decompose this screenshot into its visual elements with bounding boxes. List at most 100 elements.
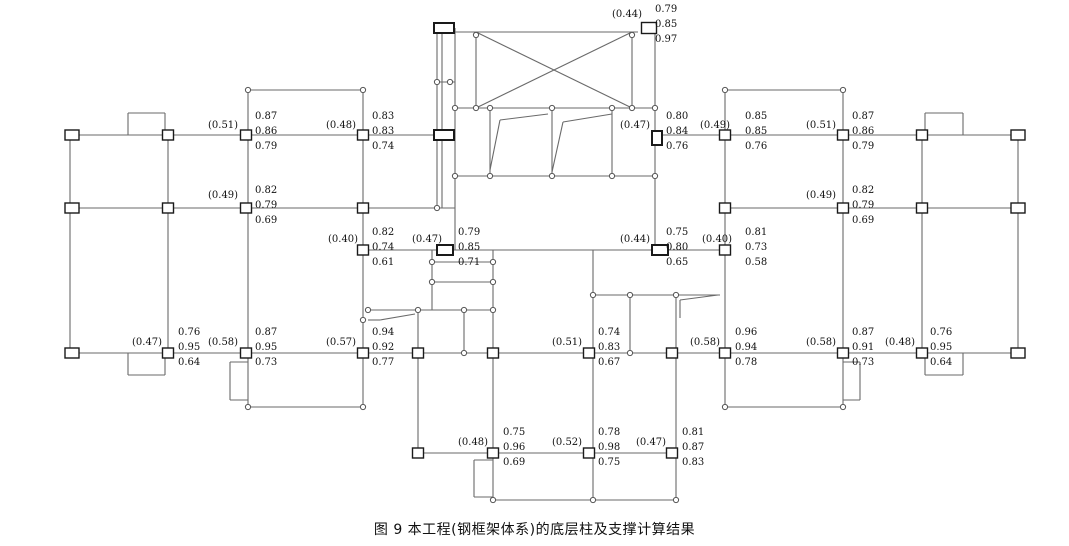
column-ratio-value: 0.87 [255, 111, 277, 122]
column-ratio-value: 0.71 [458, 257, 480, 268]
steel-column [64, 202, 80, 214]
column-ratio-value: 0.87 [682, 442, 704, 453]
brace-ratio-label: (0.51) [552, 337, 582, 348]
beam-joint-node [489, 278, 497, 286]
column-ratio-value: 0.64 [930, 357, 952, 368]
steel-column [582, 347, 596, 359]
column-ratio-value: 0.83 [682, 457, 704, 468]
steel-column [718, 202, 732, 214]
beam-joint-node [451, 104, 459, 112]
column-ratio-value: 0.95 [255, 342, 277, 353]
steel-column [356, 202, 370, 214]
column-ratio-value: 0.79 [852, 200, 874, 211]
brace-ratio-label: (0.49) [208, 190, 238, 201]
column-ratio-value: 0.80 [666, 111, 688, 122]
stair-flight [679, 294, 719, 301]
beam-joint-node [626, 291, 634, 299]
stair-flight [499, 113, 549, 121]
column-ratio-value: 0.83 [598, 342, 620, 353]
beam-joint-node [359, 316, 367, 324]
steel-column [239, 202, 253, 214]
column-ratio-value: 0.85 [745, 111, 767, 122]
beam-joint-node [839, 403, 847, 411]
steel-column [718, 244, 732, 256]
column-ratio-value: 0.98 [598, 442, 620, 453]
steel-column [651, 130, 663, 146]
steel-column [64, 347, 80, 359]
beam-joint-node [433, 204, 441, 212]
steel-column [718, 347, 732, 359]
steel-column [915, 129, 929, 141]
column-ratio-value: 0.95 [930, 342, 952, 353]
column-ratio-value: 0.74 [598, 327, 620, 338]
column-ratio-value: 0.97 [655, 34, 677, 45]
column-ratio-value: 0.79 [255, 200, 277, 211]
column-ratio-value: 0.83 [372, 111, 394, 122]
column-ratio-value: 0.80 [666, 242, 688, 253]
column-ratio-value: 0.81 [745, 227, 767, 238]
column-ratio-value: 0.78 [598, 427, 620, 438]
beam-joint-node [428, 258, 436, 266]
beam-joint-node [651, 104, 659, 112]
steel-column [239, 129, 253, 141]
beam-joint-node [489, 258, 497, 266]
column-ratio-value: 0.75 [503, 427, 525, 438]
beam-joint-node [428, 278, 436, 286]
steel-column [651, 244, 669, 256]
steel-column [239, 347, 253, 359]
column-ratio-value: 0.74 [372, 141, 394, 152]
column-ratio-value: 0.82 [255, 185, 277, 196]
column-ratio-value: 0.85 [655, 19, 677, 30]
beam-joint-node [589, 496, 597, 504]
column-ratio-value: 0.79 [255, 141, 277, 152]
beam-joint-node [244, 403, 252, 411]
column-ratio-value: 0.79 [458, 227, 480, 238]
brace-ratio-label: (0.40) [702, 234, 732, 245]
steel-column [640, 21, 658, 35]
column-ratio-value: 0.77 [372, 357, 394, 368]
column-ratio-value: 0.87 [852, 111, 874, 122]
column-ratio-value: 0.85 [745, 126, 767, 137]
column-ratio-value: 0.76 [745, 141, 767, 152]
column-ratio-value: 0.96 [735, 327, 757, 338]
brace-ratio-label: (0.49) [806, 190, 836, 201]
column-ratio-value: 0.79 [852, 141, 874, 152]
figure-caption: 图 9 本工程(钢框架体系)的底层柱及支撑计算结果 [373, 522, 696, 538]
steel-column [486, 447, 500, 459]
stair-flight [489, 119, 501, 171]
column-ratio-value: 0.73 [255, 357, 277, 368]
steel-column [836, 129, 850, 141]
column-ratio-value: 0.86 [852, 126, 874, 137]
brace-ratio-label: (0.51) [208, 120, 238, 131]
brace-ratio-label: (0.48) [458, 437, 488, 448]
beam-joint-node [460, 349, 468, 357]
brace-ratio-label: (0.51) [806, 120, 836, 131]
brace-ratio-label: (0.44) [620, 234, 650, 245]
column-ratio-value: 0.83 [372, 126, 394, 137]
brace-ratio-label: (0.52) [552, 437, 582, 448]
brace-ratio-label: (0.58) [208, 337, 238, 348]
column-ratio-value: 0.91 [852, 342, 874, 353]
column-ratio-value: 0.85 [458, 242, 480, 253]
column-ratio-value: 0.75 [598, 457, 620, 468]
steel-column [718, 129, 732, 141]
floor-plan-diagram: (0.44) 0.79 0.85 0.97 (0.51) 0.87 0.86 0.79 (0.4… [64, 4, 1026, 504]
brace-ratio-label: (0.44) [612, 9, 642, 20]
beam-joint-node [548, 172, 556, 180]
column-ratio-value: 0.76 [178, 327, 200, 338]
steel-column [915, 202, 929, 214]
brace-ratio-label: (0.48) [885, 337, 915, 348]
column-ratio-value: 0.76 [666, 141, 688, 152]
column-ratio-value: 0.64 [178, 357, 200, 368]
beam-joint-node [472, 104, 480, 112]
steel-column [433, 22, 455, 34]
brace-ratio-label: (0.58) [806, 337, 836, 348]
column-ratio-value: 0.92 [372, 342, 394, 353]
column-ratio-value: 0.96 [503, 442, 525, 453]
column-ratio-value: 0.69 [503, 457, 525, 468]
stair-flight [379, 313, 416, 321]
beam-joint-node [628, 104, 636, 112]
brace-ratio-label: (0.57) [326, 337, 356, 348]
brace-ratio-label: (0.47) [620, 120, 650, 131]
beam-joint-node [672, 291, 680, 299]
